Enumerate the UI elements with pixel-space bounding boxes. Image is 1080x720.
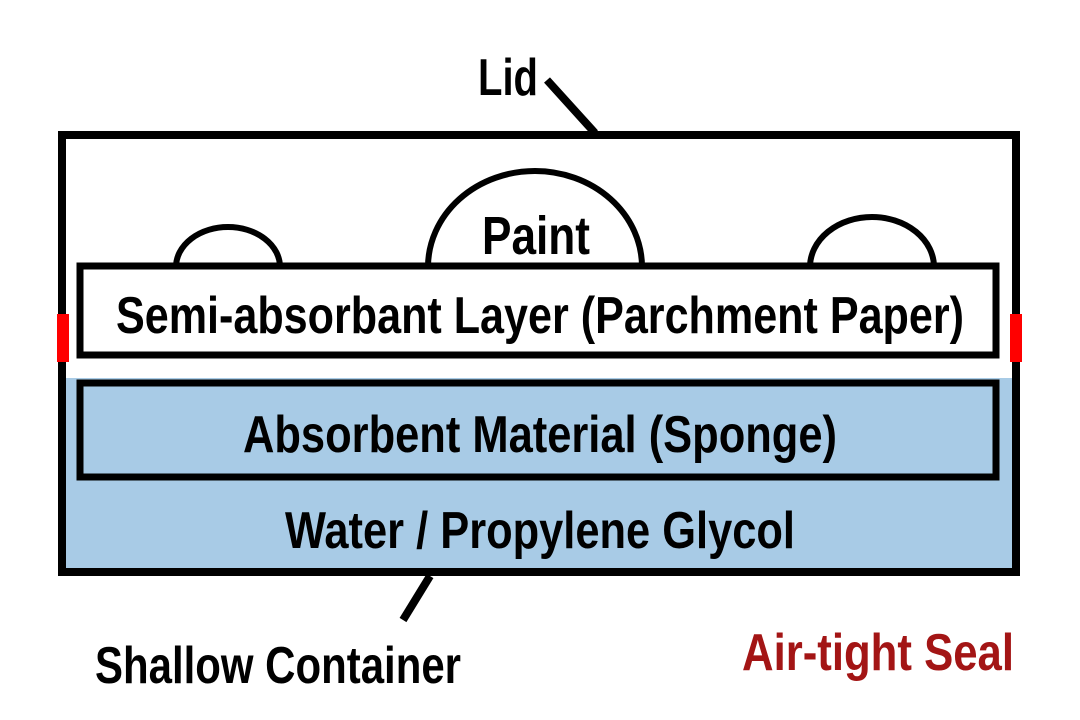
seal-mark-left [57,314,69,362]
paint-blob-left [172,224,284,270]
parchment-layer [76,262,1000,359]
lid-pointer [544,77,598,136]
lid-label: Lid [478,49,538,107]
seal-label: Air-tight Seal [742,624,1014,682]
sponge-layer [76,379,1000,481]
liquid-label: Water / Propylene Glycol [285,502,795,560]
container-label: Shallow Container [95,637,461,695]
absorbent-material-label: Absorbent Material (Sponge) [243,406,837,464]
semi-absorbant-layer-label: Semi-absorbant Layer (Parchment Paper) [116,287,964,345]
seal-mark-right [1010,314,1022,362]
paint-blob-right [806,214,938,270]
paint-label: Paint [482,206,590,266]
paint-blob-center [424,168,646,270]
container-pointer [399,573,434,623]
